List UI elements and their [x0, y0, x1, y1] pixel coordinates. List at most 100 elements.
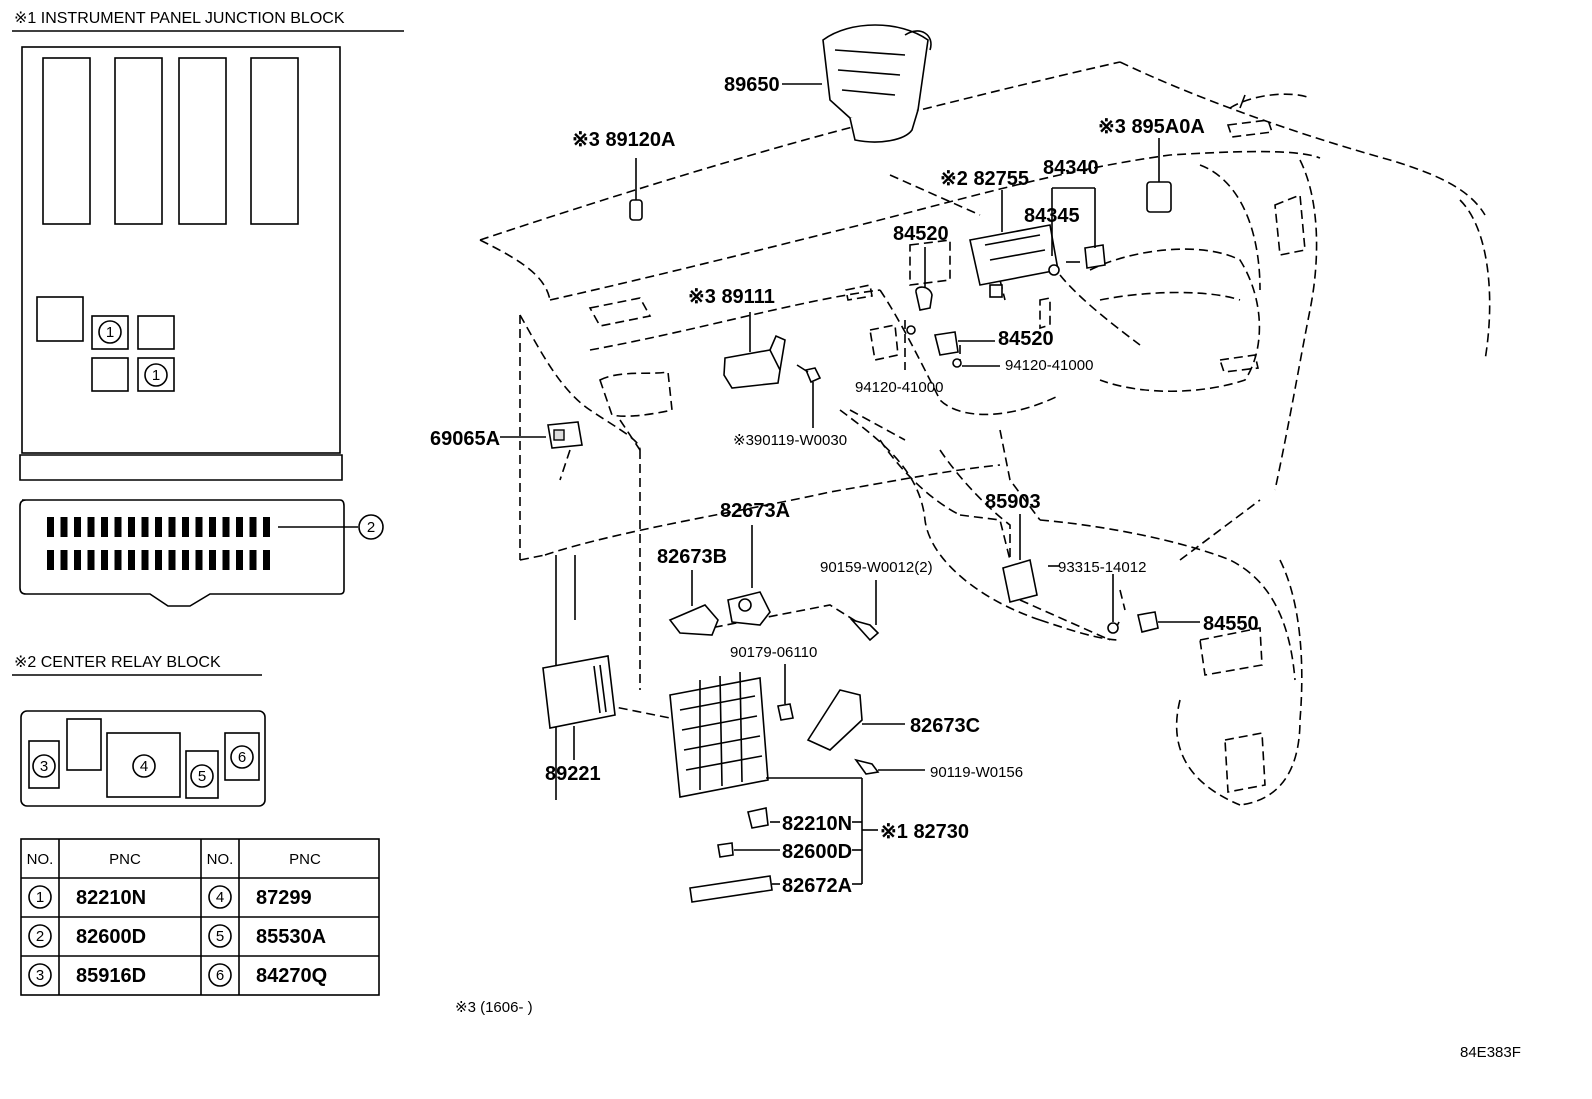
connector-pin — [168, 550, 176, 570]
label-69065A: 69065A — [430, 428, 500, 450]
pnc-table: NO. PNC NO. PNC 1 82210N 4 87299 2 82600… — [20, 838, 380, 996]
connector-pin — [263, 550, 270, 570]
table-row-no: 5 — [216, 928, 224, 945]
connector-strip-figure — [19, 499, 358, 607]
connector-pin — [114, 550, 122, 570]
label-895A0A: ※3 895A0A — [1098, 116, 1205, 138]
label-82755: ※2 82755 — [940, 168, 1029, 190]
connector-pin — [182, 550, 189, 570]
connector-pin — [60, 517, 68, 537]
label-82673C: 82673C — [910, 715, 980, 737]
svg-text:1: 1 — [152, 367, 160, 384]
connector-pin — [249, 550, 257, 570]
part-82672A-figure — [689, 875, 862, 903]
part-895A0A-figure — [1146, 138, 1172, 213]
table-row-pnc: 84270Q — [256, 965, 327, 987]
svg-text:2: 2 — [367, 519, 375, 536]
svg-text:6: 6 — [238, 749, 246, 766]
table-header-no-a: NO. — [27, 851, 54, 868]
part-90179-figure — [777, 664, 794, 721]
table-row-pnc: 85916D — [76, 965, 146, 987]
part-82673A-figure — [727, 525, 771, 626]
label-90119-W0156: 90119-W0156 — [930, 764, 1023, 781]
label-82730: ※1 82730 — [880, 821, 969, 843]
junction-block-figure — [19, 46, 343, 481]
marker-6: 6 — [230, 745, 254, 769]
connector-pin — [155, 517, 162, 537]
part-junction-block-figure — [669, 671, 863, 884]
label-89120A: ※3 89120A — [572, 129, 676, 151]
table-header-pnc-a: PNC — [109, 851, 141, 868]
connector-pin — [236, 550, 243, 570]
part-90119-W0156-figure — [854, 758, 925, 775]
label-84520-upper: 84520 — [893, 223, 949, 245]
connector-pin — [141, 517, 149, 537]
table-row-no: 6 — [216, 967, 224, 984]
connector-pin — [47, 517, 54, 537]
label-93315-14012: 93315-14012 — [1058, 559, 1146, 576]
table-row-pnc: 82210N — [76, 887, 146, 909]
connector-pin — [209, 517, 216, 537]
part-93315-figure — [1048, 565, 1119, 634]
part-82673B-figure — [668, 570, 719, 636]
label-89650: 89650 — [724, 74, 780, 96]
part-84550-figure — [1137, 611, 1200, 633]
label-84345: 84345 — [1024, 205, 1080, 227]
crb-title: ※2 CENTER RELAY BLOCK — [14, 654, 221, 671]
part-82600D-figure — [717, 842, 862, 858]
label-82672A: 82672A — [782, 875, 852, 897]
connector-pin — [87, 517, 95, 537]
connector-pin — [249, 517, 257, 537]
table-row-pnc: 82600D — [76, 926, 146, 948]
connector-pin — [209, 550, 216, 570]
connector-pin — [168, 517, 176, 537]
part-84520-upper-figure — [906, 247, 933, 335]
label-89111: ※3 89111 — [688, 286, 775, 308]
marker-4: 4 — [132, 754, 156, 778]
connector-pin — [195, 550, 203, 570]
label-84340: 84340 — [1043, 157, 1099, 179]
label-82210N: 82210N — [782, 813, 852, 835]
connector-pin — [74, 517, 81, 537]
part-84520-lower-figure — [934, 331, 1000, 368]
connector-pin — [155, 550, 162, 570]
label-85903: 85903 — [985, 491, 1041, 513]
connector-pin — [222, 550, 230, 570]
label-84520-lower: 84520 — [998, 328, 1054, 350]
center-relay-block-figure — [20, 710, 266, 807]
table-row-pnc: 85530A — [256, 926, 326, 948]
footnote: ※3 (1606- ) — [455, 999, 533, 1016]
svg-text:5: 5 — [198, 768, 206, 785]
part-89650-figure — [822, 24, 932, 143]
diagram-code: 84E383F — [1460, 1044, 1521, 1061]
label-84550: 84550 — [1203, 613, 1259, 635]
part-85903-figure — [1002, 514, 1038, 603]
label-82673B: 82673B — [657, 546, 727, 568]
label-89221: 89221 — [545, 763, 601, 785]
label-94120-left: 94120-41000 — [855, 379, 943, 396]
label-90119-W0030: ※390119-W0030 — [733, 432, 847, 449]
table-row-no: 1 — [36, 889, 44, 906]
table-row-no: 4 — [216, 889, 224, 906]
connector-pin — [195, 517, 203, 537]
jb-title: ※1 INSTRUMENT PANEL JUNCTION BLOCK — [14, 10, 345, 27]
svg-text:4: 4 — [140, 758, 148, 775]
part-90159-figure — [849, 580, 880, 642]
connector-pin — [222, 517, 230, 537]
part-69065A-figure — [500, 421, 583, 449]
part-89120A-figure — [629, 158, 643, 221]
connector-pin — [60, 550, 68, 570]
connector-pin — [74, 550, 81, 570]
label-90179-06110: 90179-06110 — [730, 644, 817, 661]
connector-pin — [236, 517, 243, 537]
table-row-pnc: 87299 — [256, 887, 312, 909]
table-row-no: 2 — [36, 928, 44, 945]
svg-text:1: 1 — [106, 324, 114, 341]
marker-2: 2 — [358, 514, 384, 540]
part-82673C-figure — [806, 689, 905, 751]
part-89111-figure — [723, 312, 822, 428]
marker-1a: 1 — [98, 320, 122, 344]
table-row-no: 3 — [36, 967, 44, 984]
connector-pin — [128, 550, 135, 570]
